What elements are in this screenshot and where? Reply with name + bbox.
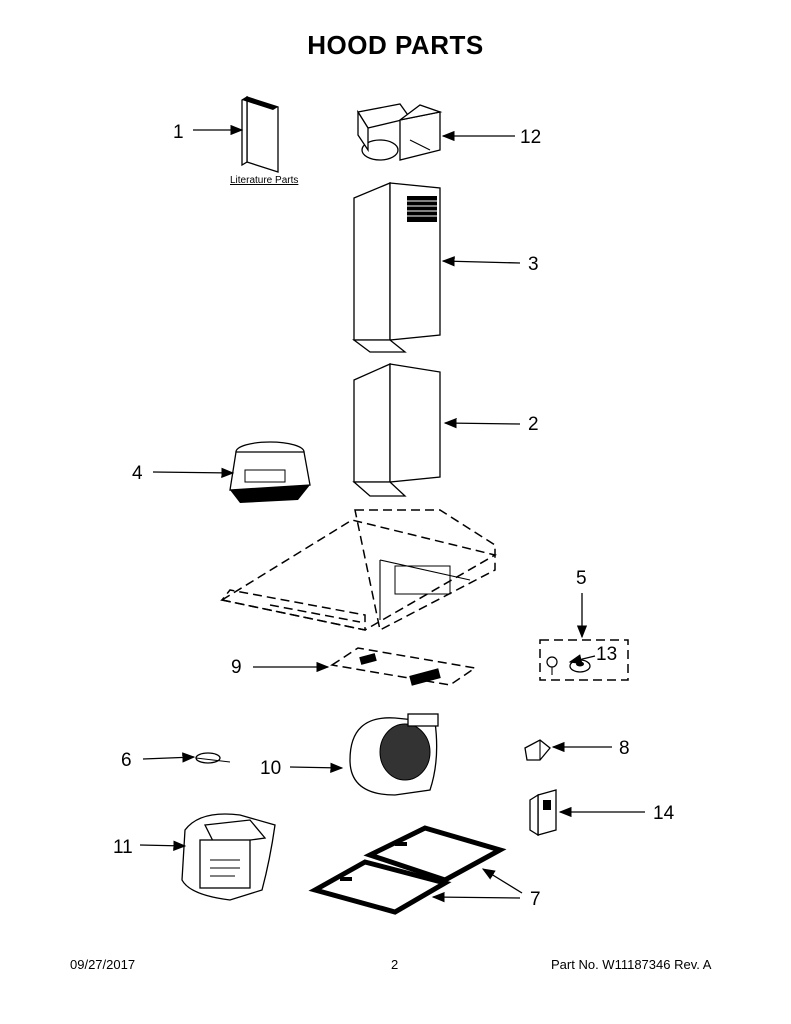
footer-part-number: Part No. W11187346 Rev. A	[551, 957, 712, 972]
control-switch-part[interactable]	[329, 647, 477, 686]
literature-parts-label: Literature Parts	[230, 175, 298, 186]
blower-motor-part[interactable]	[349, 713, 439, 796]
grease-filter-part[interactable]	[308, 825, 507, 915]
callout-11: 11	[113, 837, 133, 858]
literature-booklet-part[interactable]	[241, 95, 279, 173]
callout-arrow-2	[443, 417, 521, 429]
callout-13: 13	[596, 644, 617, 665]
callout-arrow-10	[289, 762, 344, 773]
callout-6: 6	[121, 750, 132, 771]
callout-14: 14	[653, 803, 675, 824]
callout-arrow-7b	[431, 891, 521, 903]
callout-2: 2	[528, 414, 539, 435]
footer-date: 09/27/2017	[70, 957, 136, 972]
callout-arrow-13	[568, 654, 596, 665]
callout-4: 4	[132, 463, 143, 484]
lower-chimney-part[interactable]	[352, 362, 441, 497]
light-assembly-part[interactable]	[539, 639, 629, 681]
callout-3: 3	[528, 254, 539, 275]
callout-8: 8	[619, 738, 630, 759]
light-bulb-part[interactable]	[524, 739, 551, 761]
blower-housing-part[interactable]	[229, 441, 311, 503]
page-title: HOOD PARTS	[307, 30, 484, 60]
duct-adapter-part[interactable]	[356, 103, 443, 161]
chimney-vent-grille	[407, 196, 437, 222]
upper-chimney-part[interactable]	[352, 182, 441, 353]
touch-up-paint-part[interactable]	[529, 789, 557, 837]
hardware-bag-part[interactable]	[181, 813, 276, 901]
footer-page-number: 2	[391, 957, 399, 972]
wire-harness-part[interactable]	[195, 752, 231, 764]
callout-7: 7	[530, 889, 541, 910]
callout-10: 10	[260, 758, 281, 779]
hood-body-outline	[220, 509, 497, 632]
callout-arrow-11	[139, 840, 187, 851]
callout-1: 1	[173, 122, 184, 143]
callout-5: 5	[576, 568, 587, 589]
callout-9: 9	[231, 657, 242, 678]
callout-arrow-7a	[481, 868, 523, 894]
callout-arrow-6	[142, 752, 196, 763]
callout-12: 12	[520, 127, 541, 148]
callout-arrow-4	[152, 467, 235, 479]
callout-arrow-3	[441, 256, 521, 267]
